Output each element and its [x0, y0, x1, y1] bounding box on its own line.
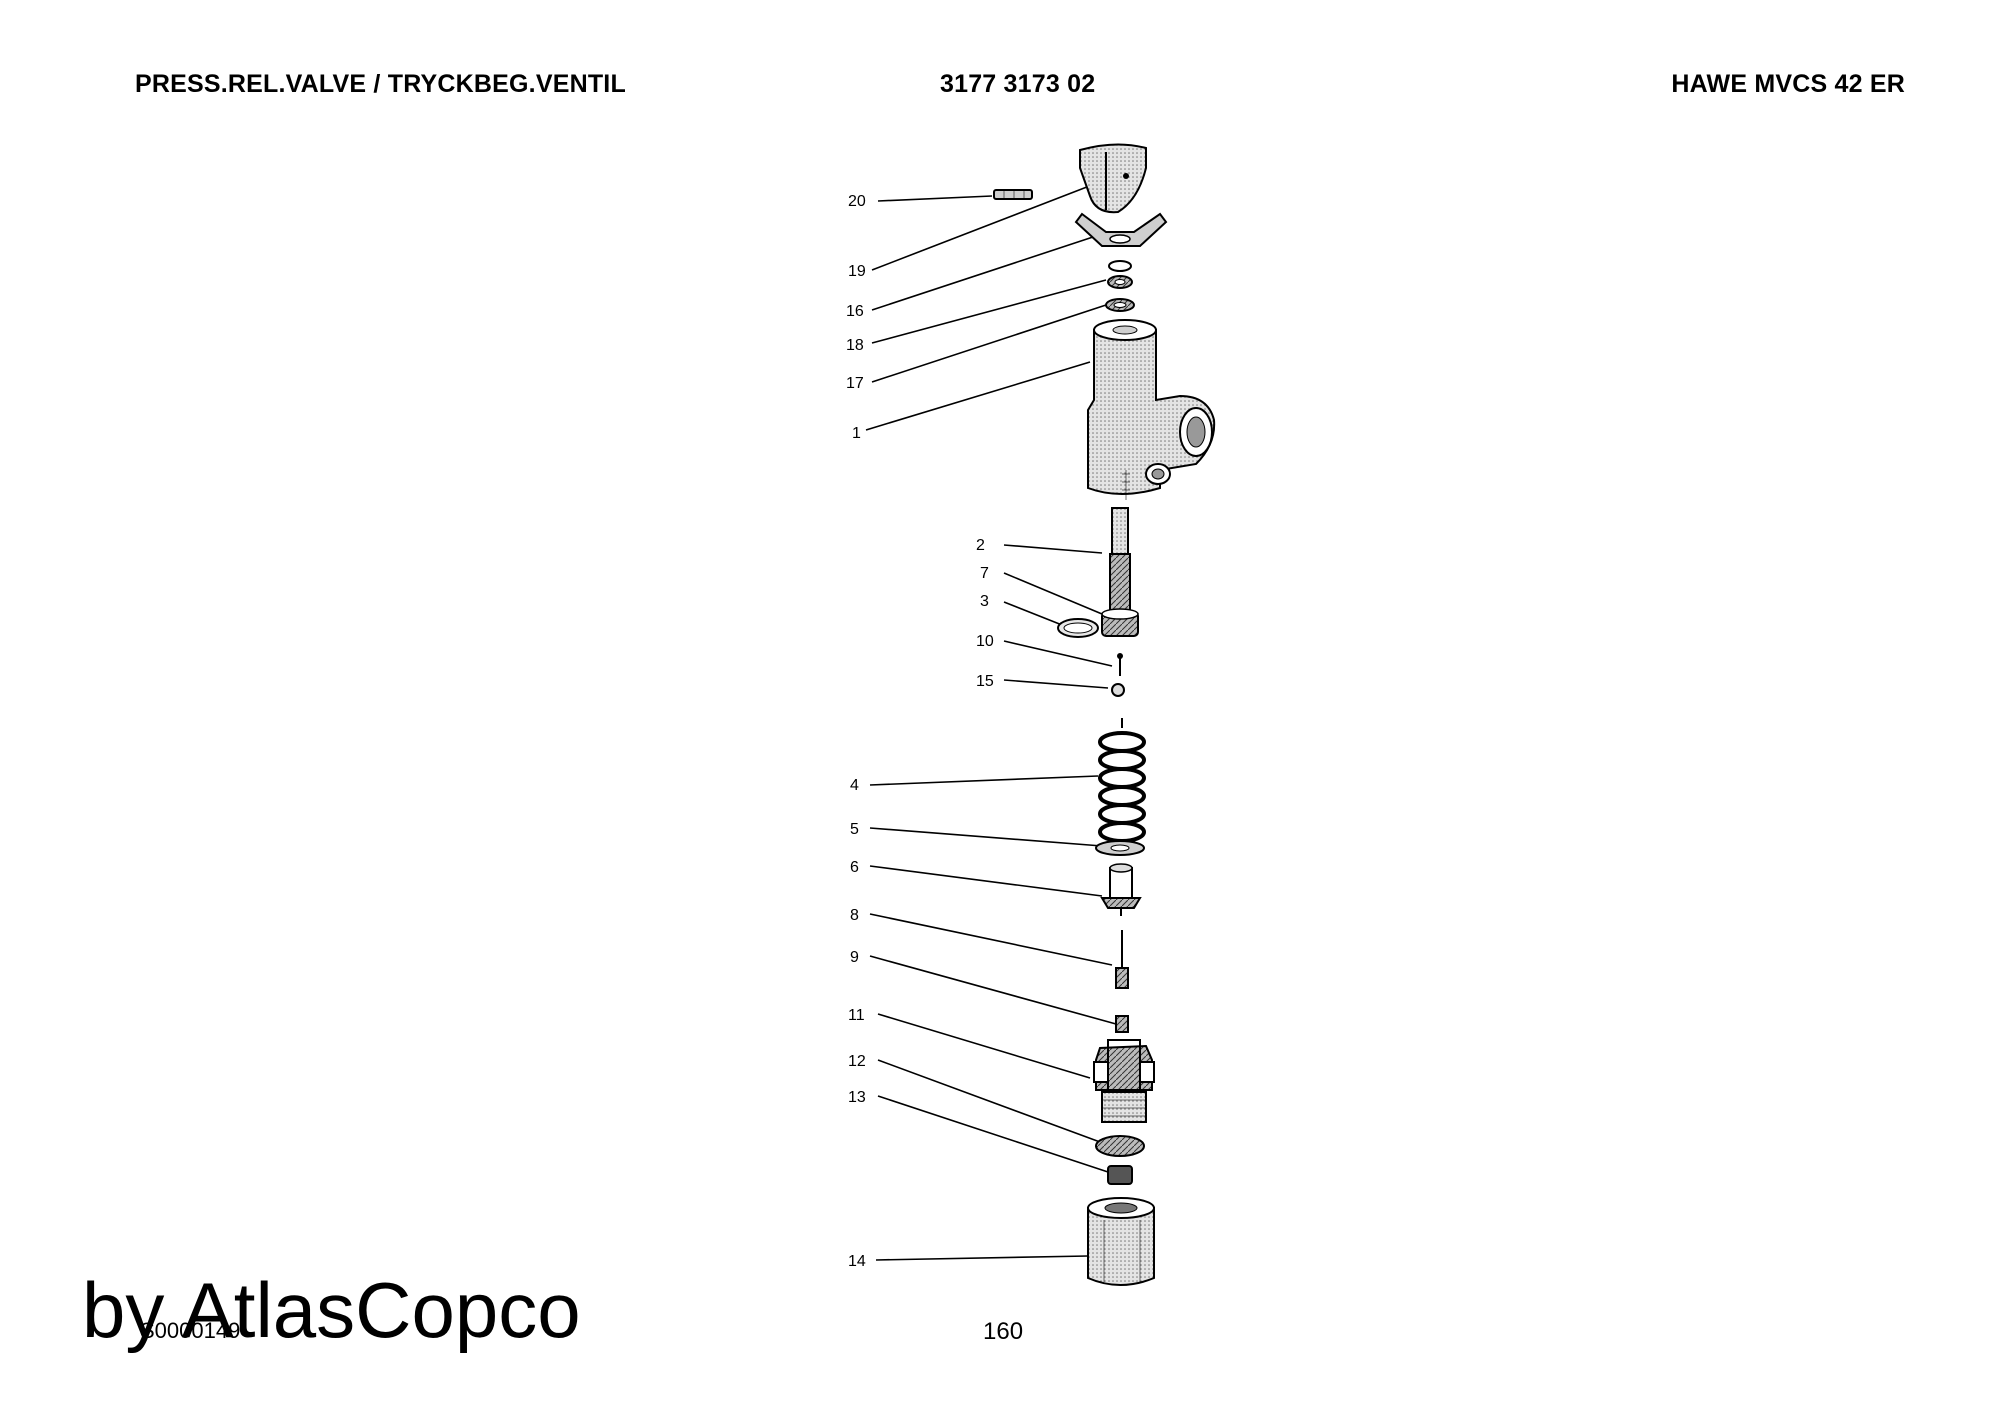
- part-6-spring-seat: [1100, 863, 1142, 916]
- callout-12: 12: [848, 1053, 866, 1070]
- callout-13: 13: [848, 1089, 866, 1106]
- callout-6: 6: [850, 859, 859, 876]
- part-18-ring: [1107, 275, 1133, 289]
- header-part-number: 3177 3173 02: [940, 70, 1096, 98]
- callout-10: 10: [976, 633, 994, 650]
- callout-19: 19: [848, 263, 866, 280]
- callout-14: 14: [848, 1253, 866, 1270]
- callout-7: 7: [980, 565, 989, 582]
- callout-9: 9: [850, 949, 859, 966]
- page-number: 160: [983, 1318, 1024, 1345]
- part-12-filter-disc: [1095, 1135, 1145, 1157]
- part-19-wing-plate: [1074, 212, 1168, 247]
- callout-16: 16: [846, 303, 864, 320]
- part-13-plug: [1107, 1165, 1133, 1185]
- part-3-o-ring: [1057, 618, 1099, 638]
- callout-15: 15: [976, 673, 994, 690]
- callout-20: 20: [848, 193, 866, 210]
- callout-4: 4: [850, 777, 859, 794]
- part-knob: [1079, 143, 1147, 214]
- header-title: PRESS.REL.VALVE / TRYCKBEG.VENTIL: [135, 70, 626, 98]
- part-2-spindle: [1109, 507, 1131, 611]
- document-code: S0000149: [140, 1318, 241, 1343]
- callout-8: 8: [850, 907, 859, 924]
- callout-1: 1: [852, 425, 861, 442]
- part-14-sleeve: [1087, 1197, 1155, 1286]
- part-4-spring: [1098, 718, 1146, 843]
- header-model: HAWE MVCS 42 ER: [1671, 70, 1905, 98]
- atlas-copco-watermark: by AtlasCopco: [82, 1266, 581, 1354]
- callout-3: 3: [980, 593, 989, 610]
- callout-11: 11: [848, 1007, 865, 1024]
- leader-lines: [865, 184, 1117, 1261]
- part-7-nut: [1101, 608, 1139, 637]
- callout-5: 5: [850, 821, 859, 838]
- part-16-ring: [1108, 260, 1132, 272]
- part-9-small-spring: [1115, 1015, 1129, 1033]
- callout-17: 17: [846, 375, 864, 392]
- part-8-needle: [1115, 930, 1129, 989]
- part-11-valve-seat: [1093, 1039, 1155, 1123]
- part-1-valve-housing: [1087, 319, 1216, 500]
- callout-18: 18: [846, 337, 864, 354]
- part-5-washer: [1095, 840, 1145, 856]
- part-17-ring: [1105, 298, 1135, 312]
- part-20-pin: [993, 189, 1033, 200]
- callout-2: 2: [976, 537, 985, 554]
- part-10-pin: [1117, 653, 1123, 676]
- part-15-ball: [1111, 683, 1125, 697]
